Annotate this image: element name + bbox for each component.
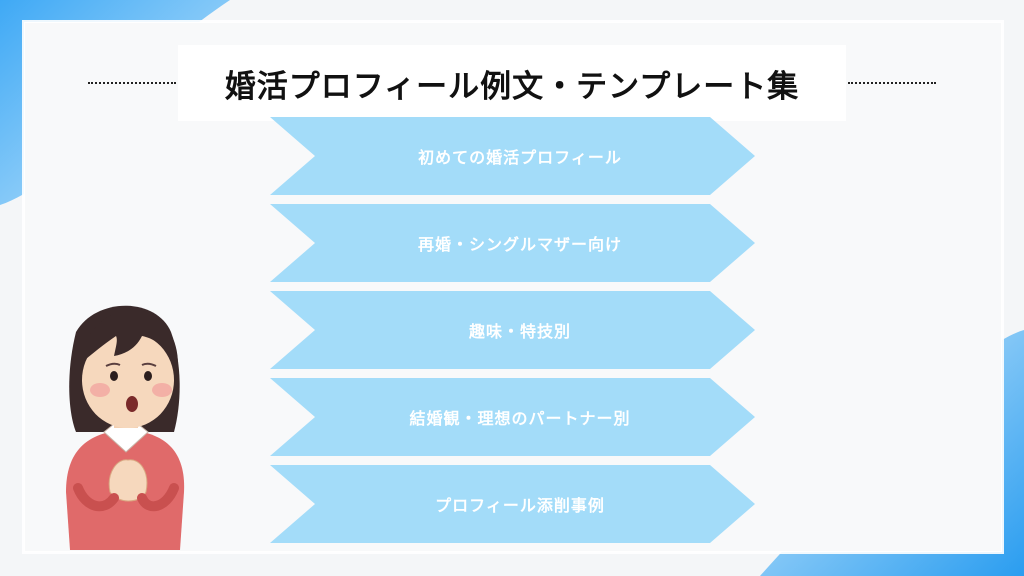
chevron-arrow-shape: [270, 378, 755, 456]
menu-item-label: 結婚観・理想のパートナー別: [409, 409, 631, 428]
chevron-arrow-shape: [270, 465, 755, 543]
menu-item-hobbies[interactable]: 趣味・特技別: [270, 291, 755, 369]
menu-item-first-profile[interactable]: 初めての婚活プロフィール: [270, 117, 755, 195]
menu-item-remarriage[interactable]: 再婚・シングルマザー向け: [270, 204, 755, 282]
chevron-arrow-shape: [270, 117, 755, 195]
menu-item-marriage-views[interactable]: 結婚観・理想のパートナー別: [270, 378, 755, 456]
chevron-arrow-shape: [270, 204, 755, 282]
menu-item-label: 再婚・シングルマザー向け: [417, 235, 622, 254]
menu-item-label: プロフィール添削事例: [435, 496, 605, 515]
menu-item-label: 趣味・特技別: [468, 322, 571, 341]
woman-illustration: [66, 305, 185, 550]
page-title: 婚活プロフィール例文・テンプレート集: [224, 68, 800, 105]
title-dotted-rule-right: [848, 82, 936, 84]
title-dotted-rule-left: [88, 82, 176, 84]
title-box: 婚活プロフィール例文・テンプレート集: [178, 45, 846, 121]
chevron-arrow-shape: [270, 291, 755, 369]
menu-item-label: 初めての婚活プロフィール: [418, 148, 622, 167]
menu-item-profile-review[interactable]: プロフィール添削事例: [270, 465, 755, 543]
